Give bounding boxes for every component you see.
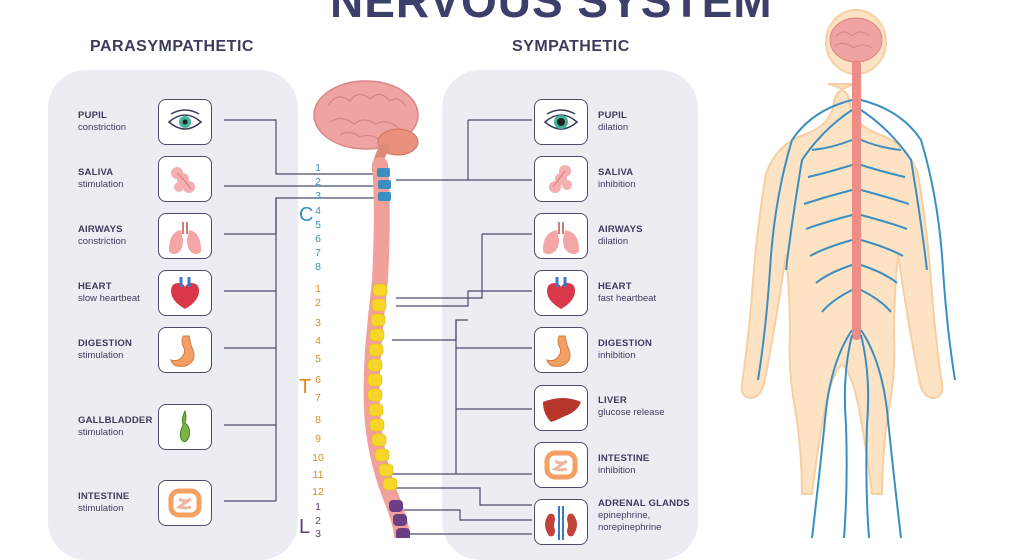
vertebra-number: 9 <box>315 433 321 445</box>
vertebra-number: 1 <box>315 501 321 513</box>
lungs-icon <box>534 213 588 259</box>
liver-icon <box>534 385 588 431</box>
heart-icon <box>534 270 588 316</box>
vertebra-number: 3 <box>315 317 321 329</box>
vertebra-number: 12 <box>312 486 324 498</box>
eye-icon <box>534 99 588 145</box>
vertebra-number: 3 <box>315 190 321 202</box>
vertebra-number: 7 <box>315 247 321 259</box>
kidney-icon <box>534 499 588 545</box>
lungs-icon <box>158 213 212 259</box>
vertebra-number: 5 <box>315 219 321 231</box>
page-title: NERVOUS SYSTEM <box>330 0 773 27</box>
nerve-connection-lines <box>224 9 956 538</box>
vertebra-number: 10 <box>312 452 324 464</box>
brain <box>313 80 419 175</box>
vertebra-number: 3 <box>315 528 321 540</box>
vertebra-number: 6 <box>315 233 321 245</box>
vertebra-number: 7 <box>315 392 321 404</box>
heart-icon <box>158 270 212 316</box>
eye-icon <box>158 99 212 145</box>
intestine-icon <box>534 442 588 488</box>
vertebra-number: 4 <box>315 205 321 217</box>
lumbar-letter: L <box>299 516 311 538</box>
vertebra-number: 5 <box>315 353 321 365</box>
vertebra-number: 8 <box>315 414 321 426</box>
sympathetic-heading: SYMPATHETIC <box>512 38 630 55</box>
vertebra-number: 2 <box>315 515 321 527</box>
stomach-icon <box>158 327 212 373</box>
vertebra-number: 1 <box>315 283 321 295</box>
stomach-icon <box>534 327 588 373</box>
cervical-letter: C <box>299 204 314 226</box>
vertebra-number: 2 <box>315 176 321 188</box>
vertebra-number: 8 <box>315 261 321 273</box>
vertebra-number: 11 <box>312 469 324 481</box>
thoracic-letter: T <box>299 376 312 398</box>
salivary-gland-icon <box>158 156 212 202</box>
vertebra-number: 2 <box>315 297 321 309</box>
parasympathetic-heading: PARASYMPATHETIC <box>90 38 254 55</box>
human-body-figure <box>740 9 956 538</box>
vertebra-number: 6 <box>315 374 321 386</box>
intestine-icon <box>158 480 212 526</box>
gallbladder-icon <box>158 404 212 450</box>
vertebra-number: 4 <box>315 335 321 347</box>
salivary-gland-icon <box>534 156 588 202</box>
vertebra-number: 1 <box>315 162 321 174</box>
